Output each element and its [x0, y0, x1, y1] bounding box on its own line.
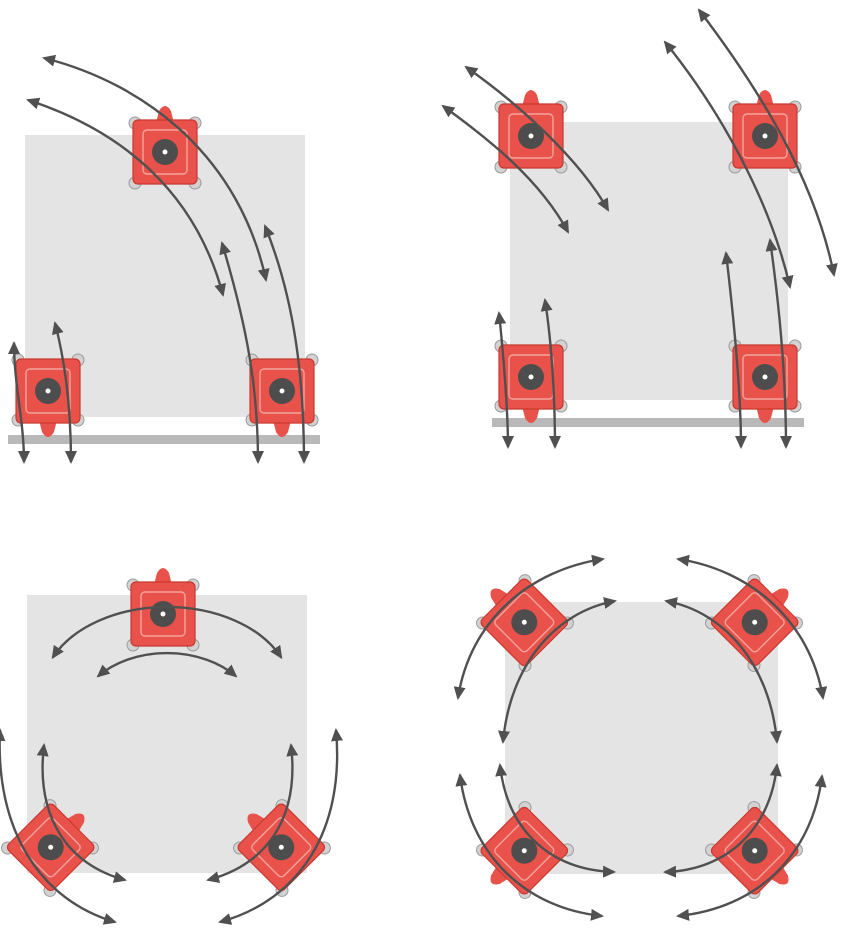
robot-hub-center	[528, 133, 534, 139]
robot-module-icon	[128, 106, 202, 190]
panel-4	[453, 554, 828, 921]
robot-hub-center	[160, 611, 166, 617]
robot-hub-center	[528, 374, 534, 380]
robot-hub-center	[762, 133, 768, 139]
rail	[8, 435, 320, 444]
rail	[492, 418, 804, 427]
arrow-icon	[494, 311, 514, 449]
arrow-icon	[263, 224, 310, 464]
nozzle	[154, 568, 172, 585]
arrow-icon	[495, 763, 616, 878]
arrow-icon	[663, 763, 782, 878]
robot-hub-center	[762, 374, 768, 380]
nozzle	[522, 406, 540, 423]
panel-3	[0, 568, 343, 925]
arrow-icon	[8, 341, 30, 464]
arrow-icon	[540, 298, 561, 449]
robot-module-icon	[494, 90, 568, 174]
panel-2	[441, 8, 838, 449]
arrow-icon	[51, 605, 283, 660]
arrow-icon	[96, 651, 238, 678]
arrow-icon	[51, 321, 77, 464]
arrow-icon	[36, 743, 127, 883]
arrow-icon	[697, 8, 838, 277]
robot-hub-center	[279, 388, 285, 394]
panel-1	[8, 54, 320, 464]
arrow-icon	[206, 743, 299, 883]
robot-hub-center	[162, 149, 168, 155]
arrow-icon	[664, 597, 782, 744]
robot-frame	[140, 591, 186, 637]
arrow-icon	[498, 597, 617, 744]
arrow-icon	[218, 728, 343, 925]
arrow-icon	[42, 54, 270, 282]
arrow-icon	[0, 728, 117, 925]
robot-hub-center	[45, 388, 51, 394]
arrow-icon	[464, 65, 610, 212]
robot-module-icon	[728, 90, 802, 174]
